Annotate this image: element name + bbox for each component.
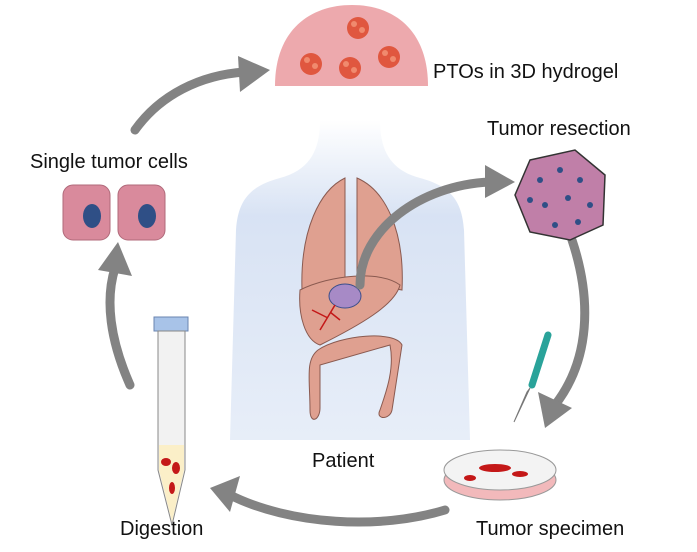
colon-icon [308,335,403,420]
arrow-resection-to-specimen [550,235,590,410]
tube-tissue-fragments [161,458,180,494]
blood-vessels-icon [311,304,341,331]
liver-tumor-icon [328,283,362,309]
scalpel-icon [528,331,552,389]
arrow-patient-to-resection [355,177,495,290]
label-digestion: Digestion [120,518,204,540]
organoid-highlights [304,21,396,73]
label-tumor-specimen: Tumor specimen [476,518,625,540]
label-tumor-resection: Tumor resection [487,118,631,140]
nucleus-icon [83,204,101,228]
tumor-specimen-pieces [464,464,528,481]
arrow-cells-to-hydrogel [130,67,250,135]
label-pto-hydrogel: PTOs in 3D hydrogel [433,61,619,83]
nucleus-icon [138,204,156,228]
label-patient: Patient [312,450,375,472]
arrowhead [485,165,515,198]
scalpel-blade [513,387,531,423]
tumor-tissue-icon [514,149,606,241]
arrowhead [98,242,132,276]
arrow-digestion-to-cells [105,263,135,390]
arrow-specimen-to-digestion [225,490,450,527]
arrowhead [210,476,240,512]
liver-icon [299,275,401,346]
tube-cap [153,316,189,332]
arrowhead [538,392,572,428]
label-single-tumor-cells: Single tumor cells [30,151,188,173]
tumor-nuclei [527,167,593,228]
arrowhead [238,56,270,92]
